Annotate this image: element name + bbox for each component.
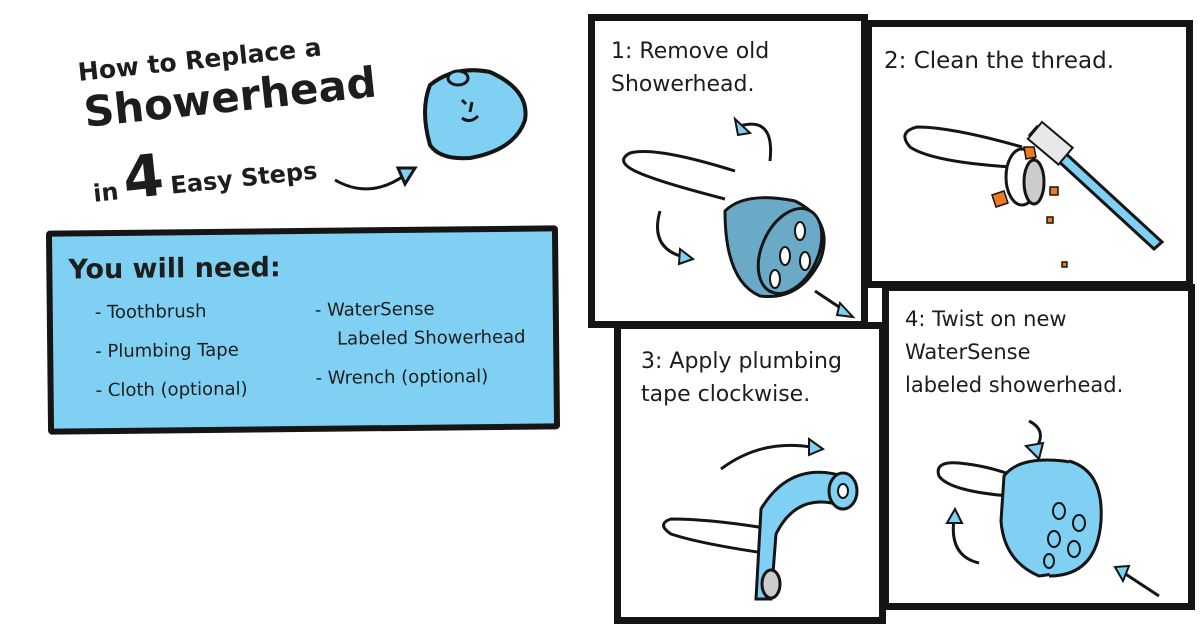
step-number: 1:: [611, 39, 633, 64]
supply-item: - Wrench (optional): [315, 366, 489, 389]
apply-tape-illustration: [662, 437, 859, 601]
remove-showerhead-illustration: [622, 116, 856, 319]
supplies-heading: You will need:: [68, 252, 281, 286]
step-2-caption: 2: Clean the thread.: [884, 45, 1114, 78]
step-4-caption: 4: Twist on new WaterSense labeled showe…: [905, 303, 1123, 402]
step-text: Remove old Showerhead.: [611, 39, 770, 97]
step-text: Clean the thread.: [913, 48, 1115, 74]
step-2-panel: 2: Clean the thread.: [865, 20, 1193, 288]
supply-item: - WaterSense: [314, 298, 435, 321]
supplies-list-left: - Toothbrush - Plumbing Tape - Cloth (op…: [95, 301, 248, 420]
clean-thread-illustration: [903, 120, 1165, 268]
supply-item: - Toothbrush: [94, 301, 207, 324]
install-showerhead-illustration: [936, 419, 1160, 598]
step-1-caption: 1: Remove old Showerhead.: [611, 35, 769, 101]
step-text: Apply plumbing tape clockwise.: [641, 349, 842, 407]
step-number: 3:: [641, 349, 663, 374]
supplies-box: You will need: - Toothbrush - Plumbing T…: [45, 225, 561, 435]
step-number: 2:: [884, 48, 907, 74]
step-number: 4:: [905, 307, 926, 331]
step-3-caption: 3: Apply plumbing tape clockwise.: [641, 345, 842, 411]
step-text: Twist on new WaterSense labeled showerhe…: [905, 307, 1124, 397]
title-showerhead-mascot-icon: [334, 68, 528, 191]
supply-item: Labeled Showerhead: [336, 326, 526, 350]
step-3-panel: 3: Apply plumbing tape clockwise.: [614, 322, 886, 624]
supplies-list-right: - WaterSense Labeled Showerhead - Wrench…: [315, 298, 527, 407]
step-4-panel: 4: Twist on new WaterSense labeled showe…: [882, 284, 1195, 610]
supply-item: - Cloth (optional): [95, 378, 248, 402]
supply-item: - Plumbing Tape: [95, 339, 239, 363]
step-1-panel: 1: Remove old Showerhead.: [588, 14, 868, 328]
